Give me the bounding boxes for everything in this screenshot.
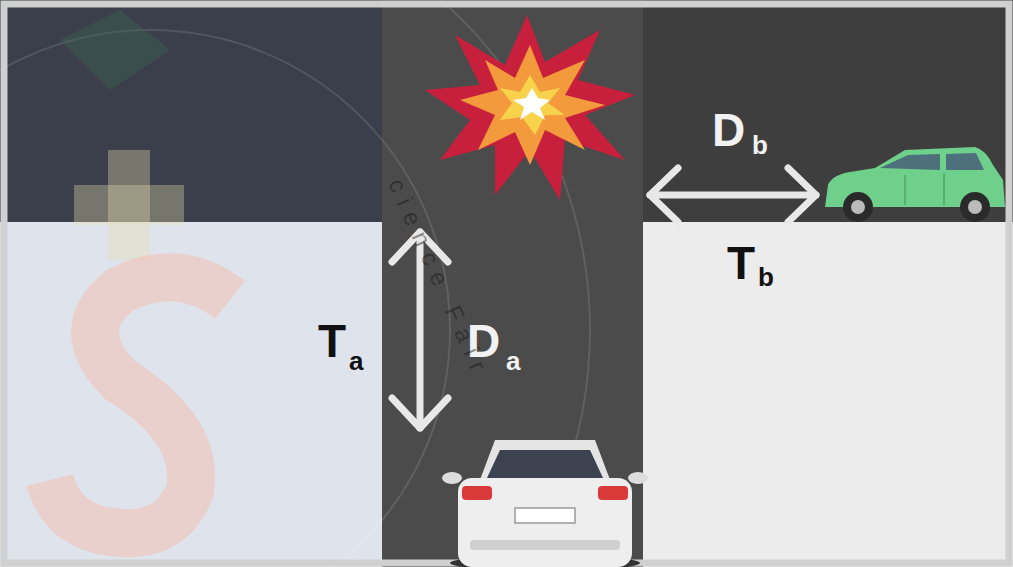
green-car: [825, 147, 1005, 222]
watermark-plus: [74, 185, 184, 225]
explosion-middle: [460, 45, 605, 165]
time-symbol: T: [727, 240, 755, 286]
explosion-outer: [425, 15, 635, 200]
subscript: b: [758, 264, 774, 290]
watermark-circle: [0, 30, 450, 567]
explosion-inner: [500, 75, 565, 135]
time-symbol: T: [318, 318, 346, 364]
watermark-s: [50, 277, 230, 533]
right-building: [643, 222, 1013, 567]
white-car: [442, 440, 648, 567]
subscript: a: [506, 348, 520, 374]
distance-symbol: D: [712, 107, 745, 153]
subscript: a: [349, 348, 363, 374]
explosion-core: [513, 88, 550, 120]
vertical-road: [382, 0, 644, 567]
left-building: [0, 222, 382, 567]
horizontal-road: [643, 0, 1013, 222]
distance-arrow-b: [650, 168, 816, 222]
subscript: b: [752, 132, 768, 158]
watermark-shape: [60, 10, 170, 90]
